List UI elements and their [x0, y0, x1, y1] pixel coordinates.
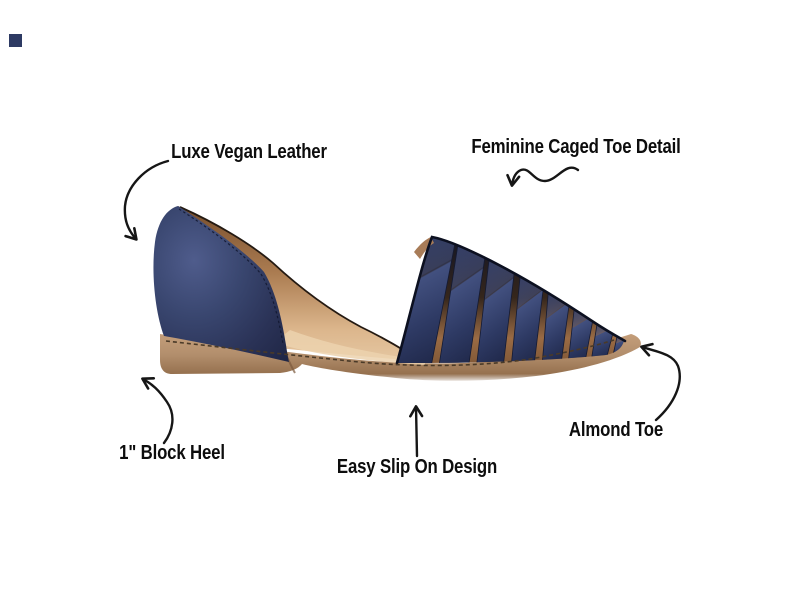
luxe-vegan-leather-arrow: [123, 159, 170, 241]
shoe-caged-vamp: [395, 235, 627, 365]
block-heel-arrow: [141, 377, 174, 445]
callout-easy-slip-on-design: Easy Slip On Design: [336, 456, 498, 478]
almond-toe-arrow: [640, 342, 681, 422]
footbed-highlight: [275, 330, 425, 365]
color-swatch-fill: [9, 34, 22, 47]
easy-slip-on-arrow: [409, 405, 424, 458]
callout-block-heel: 1" Block Heel: [119, 442, 225, 464]
annotation-arrows: [123, 159, 681, 458]
callout-almond-toe: Almond Toe: [568, 419, 664, 441]
feminine-caged-toe-arrow: [506, 166, 580, 187]
callout-feminine-caged-toe-detail: Feminine Caged Toe Detail: [471, 136, 681, 158]
shoe-heel-cup: [153, 206, 289, 362]
lining-piping: [179, 206, 411, 355]
heel-seam-stitching: [178, 208, 284, 345]
color-swatch: [9, 34, 22, 47]
vamp-edge-highlight: [495, 258, 594, 318]
vamp-piping: [395, 235, 627, 365]
sole-stitching: [165, 339, 615, 367]
callout-luxe-vegan-leather: Luxe Vegan Leather: [171, 141, 327, 163]
